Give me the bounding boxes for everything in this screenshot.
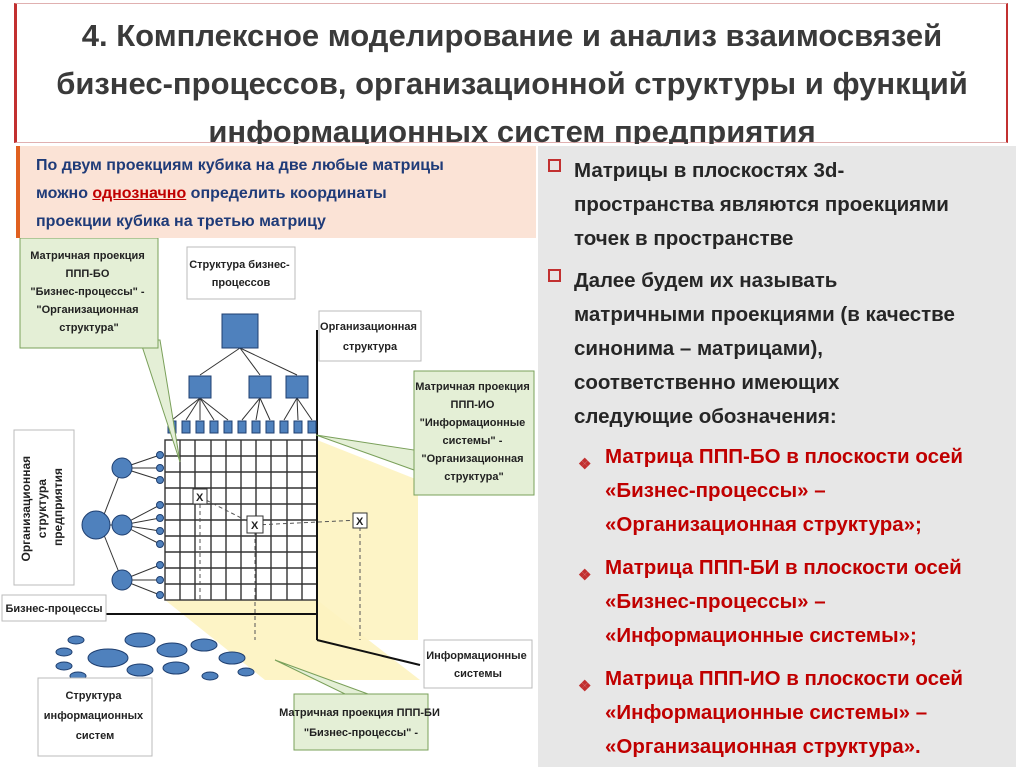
- label-org-structure: Организационная структура: [320, 321, 420, 353]
- cube-mark-io-x: X: [356, 516, 364, 528]
- label-org-structure-box: [318, 310, 422, 362]
- callout-bi: [293, 693, 429, 751]
- callout-bi-text: Матричная проекция ППП-БИ "Бизнес-процес…: [279, 707, 443, 739]
- callout-bo: [19, 237, 159, 349]
- io-plane: [317, 440, 418, 640]
- label-is-structure: Структура информационных систем: [44, 690, 146, 742]
- label-is-structure-box: [37, 677, 153, 757]
- callout-io-text: Матричная проекция ППП-ИО "Информационны…: [415, 381, 533, 483]
- bi-plane: [165, 600, 420, 680]
- note-line-2: можно однозначно определить координаты: [36, 185, 387, 202]
- org-tree-nodes: [81, 451, 164, 599]
- page-title-line-2: бизнес-процессов, организационной структ…: [56, 66, 968, 101]
- label-info-systems: Информационные системы: [426, 650, 530, 680]
- diamond-bullet-icon: ❖: [578, 678, 592, 695]
- is-structure-nodes: [55, 632, 255, 687]
- is-axis: [316, 639, 421, 666]
- cube-mark-center: X: [246, 515, 264, 534]
- note-box: По двум проекциям кубика на две любые ма…: [16, 146, 536, 238]
- note-line-3: проекции кубика на третью матрицу: [36, 213, 326, 230]
- page-title-line-3: информационных систем предприятия: [208, 114, 816, 144]
- diamond-bullet-icon: ❖: [578, 456, 592, 473]
- callout-io: [413, 370, 535, 496]
- bo-grid-matrix: [164, 439, 318, 601]
- label-business-processes: Бизнес-процессы: [6, 603, 103, 615]
- diamond-bullet-icon: ❖: [578, 567, 592, 584]
- label-bp-structure: Структура бизнес- процессов: [189, 259, 293, 289]
- label-enterprise-org-box: [13, 429, 75, 586]
- title-frame: [14, 3, 1008, 143]
- square-bullet-icon: [548, 159, 561, 172]
- cube-mark-center-x: X: [251, 520, 259, 532]
- note-line-1: По двум проекциям кубика на две любые ма…: [36, 157, 444, 174]
- square-bullet-icon: [548, 269, 561, 282]
- label-enterprise-org: Организационная структура предприятия: [19, 452, 65, 561]
- callout-bo-text: Матричная проекция ППП-БО "Бизнес-процес…: [30, 250, 148, 334]
- callout-bo-pointer: [139, 339, 181, 463]
- cube-mark-bo: X: [192, 488, 208, 505]
- label-business-processes-box: [1, 594, 107, 622]
- label-info-systems-box: [423, 639, 533, 689]
- cube-mark-io: X: [352, 512, 368, 529]
- cube-mark-bo-x: X: [196, 492, 204, 504]
- page-title-line-1: 4. Комплексное моделирование и анализ вз…: [81, 18, 943, 53]
- bp-tree-nodes: [167, 313, 317, 434]
- cube-projection-diagram: X X X: [1, 237, 535, 757]
- bp-tree-lines: [171, 347, 313, 421]
- right-panel: [538, 146, 1016, 767]
- note-highlight: однозначно: [92, 185, 187, 202]
- label-bp-structure-box: [186, 246, 296, 300]
